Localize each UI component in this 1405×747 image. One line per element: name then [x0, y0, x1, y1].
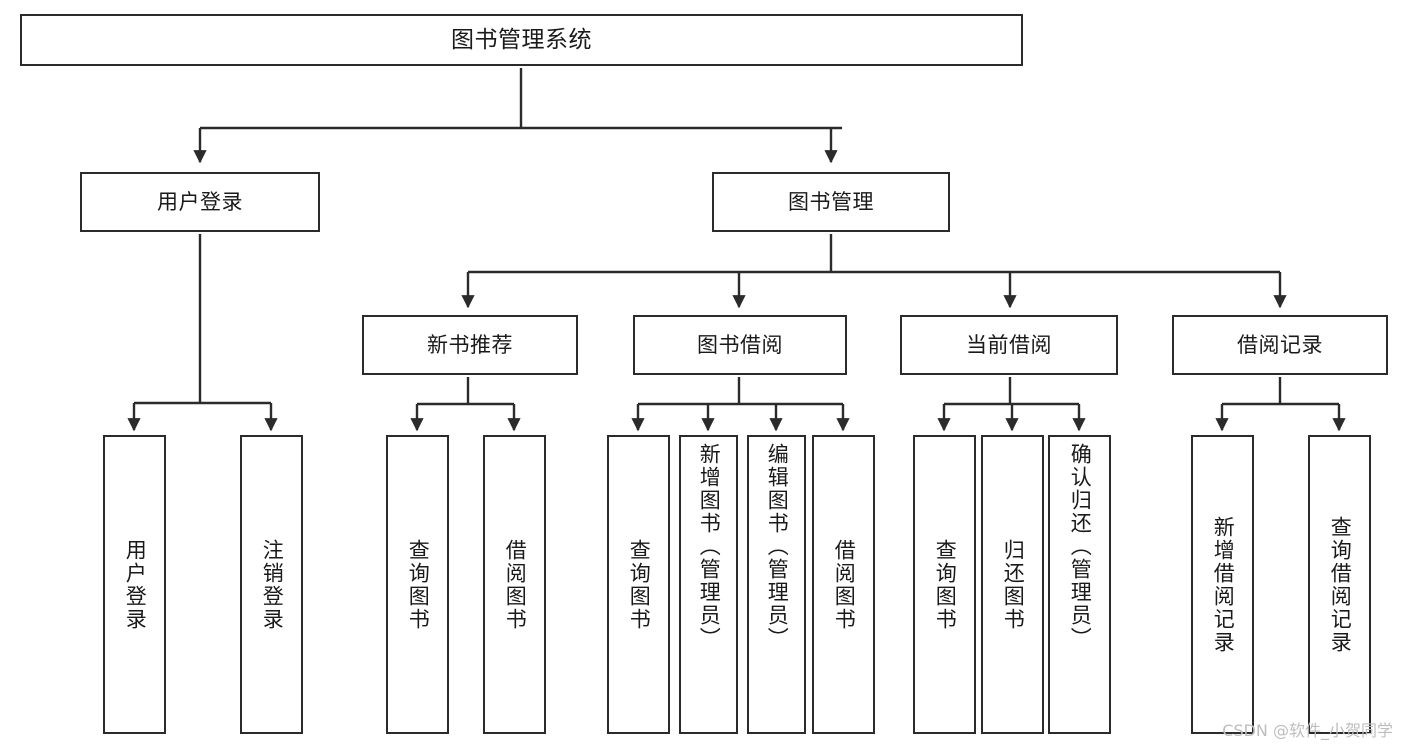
node-label: 查询图书 — [627, 538, 652, 631]
node-label: 新增借阅记录 — [1211, 515, 1236, 654]
node-label: 借阅图书 — [503, 538, 528, 631]
node-label: 新书推荐 — [427, 332, 513, 357]
node-label: 新增图书（管理员） — [697, 443, 722, 650]
leaf-query-book-current[interactable]: 查询图书 — [913, 435, 976, 734]
node-label: 当前借阅 — [966, 332, 1052, 357]
node-label: 借阅记录 — [1237, 332, 1323, 357]
node-label: 图书管理 — [788, 189, 874, 214]
leaf-add-book[interactable]: 新增图书（管理员） — [679, 435, 738, 734]
node-book-manage[interactable]: 图书管理 — [712, 172, 950, 232]
node-label: 编辑图书（管理员） — [765, 443, 790, 650]
node-label: 查询图书 — [933, 538, 958, 631]
node-label: 用户登录 — [157, 189, 243, 214]
node-label: 用户登录 — [123, 538, 148, 631]
csdn-watermark: CSDN @软件_小贺同学 — [1222, 721, 1393, 740]
leaf-borrow-book-recommend[interactable]: 借阅图书 — [483, 435, 546, 734]
node-borrow-record[interactable]: 借阅记录 — [1172, 315, 1388, 375]
node-label: 查询借阅记录 — [1328, 515, 1353, 654]
node-user-login[interactable]: 用户登录 — [80, 172, 320, 232]
node-label: 确认归还（管理员） — [1068, 443, 1093, 650]
leaf-borrow-book[interactable]: 借阅图书 — [812, 435, 875, 734]
node-root-system[interactable]: 图书管理系统 — [20, 14, 1023, 66]
leaf-logout[interactable]: 注销登录 — [240, 435, 303, 734]
leaf-edit-book[interactable]: 编辑图书（管理员） — [747, 435, 806, 734]
leaf-query-borrow-record[interactable]: 查询借阅记录 — [1308, 435, 1371, 734]
node-book-borrow[interactable]: 图书借阅 — [633, 315, 847, 375]
node-label: 查询图书 — [406, 538, 431, 631]
leaf-add-borrow-record[interactable]: 新增借阅记录 — [1191, 435, 1254, 734]
leaf-user-login[interactable]: 用户登录 — [103, 435, 166, 734]
node-label: 图书借阅 — [697, 332, 783, 357]
node-current-borrow[interactable]: 当前借阅 — [900, 315, 1118, 375]
leaf-return-book[interactable]: 归还图书 — [981, 435, 1044, 734]
leaf-confirm-return[interactable]: 确认归还（管理员） — [1048, 435, 1111, 734]
node-label: 借阅图书 — [832, 538, 857, 631]
leaf-query-book-borrow[interactable]: 查询图书 — [607, 435, 670, 734]
node-label: 归还图书 — [1001, 538, 1026, 631]
node-new-book-recommend[interactable]: 新书推荐 — [362, 315, 578, 375]
node-label: 图书管理系统 — [451, 26, 592, 53]
leaf-query-book-recommend[interactable]: 查询图书 — [386, 435, 449, 734]
node-label: 注销登录 — [260, 538, 285, 631]
